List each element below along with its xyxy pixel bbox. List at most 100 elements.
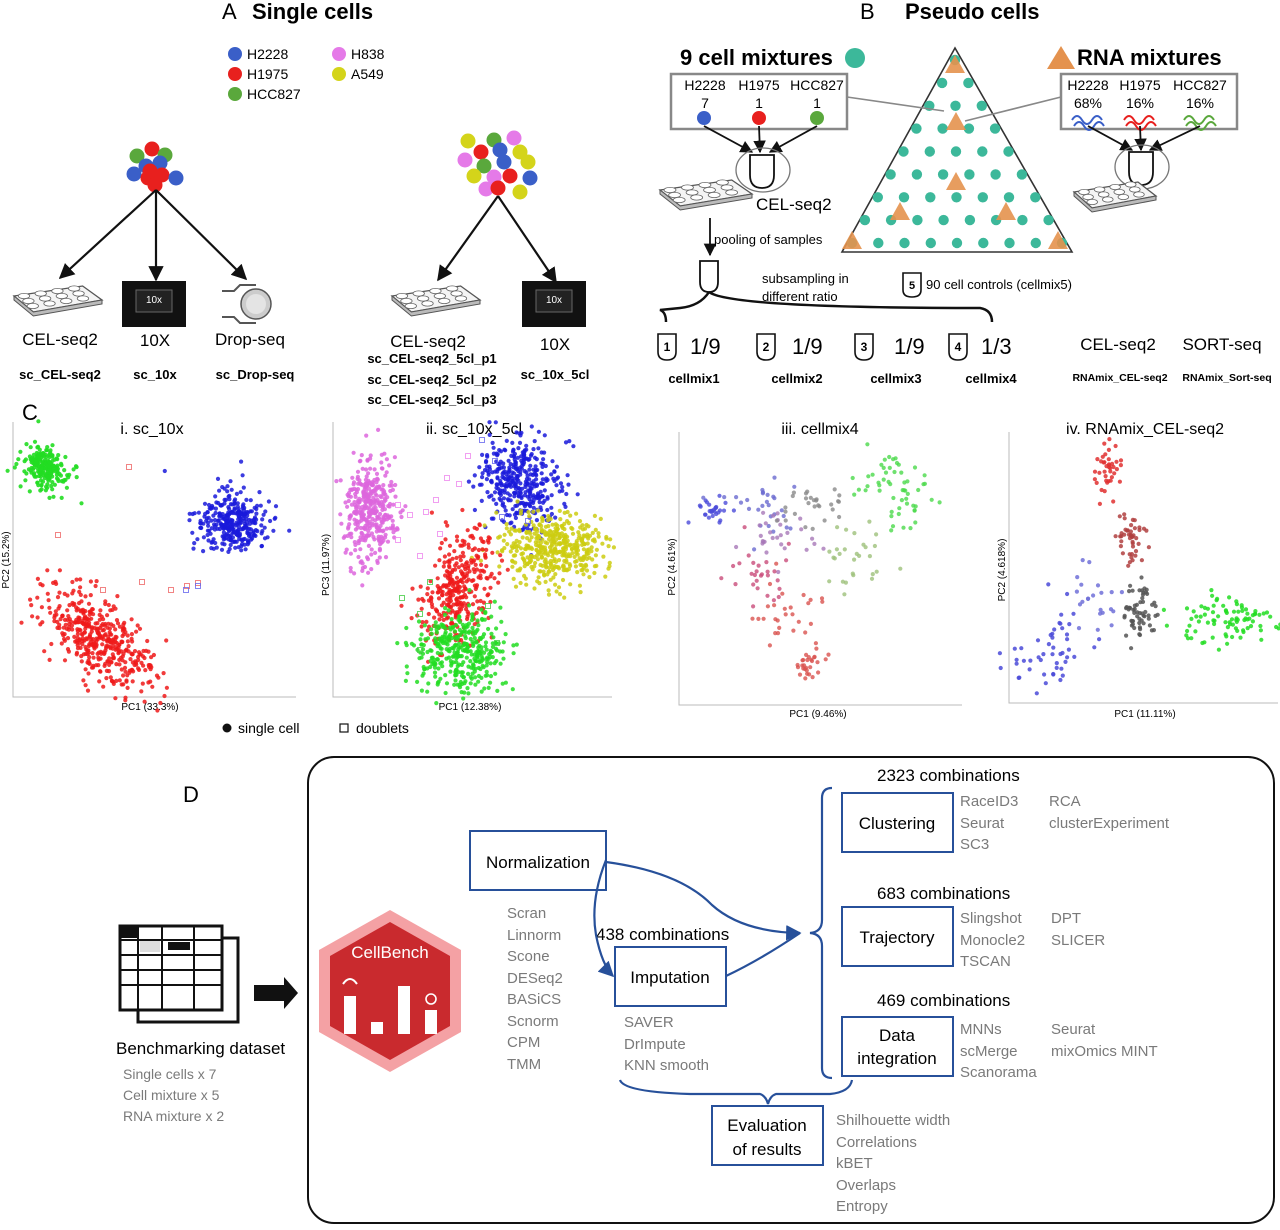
cell-point [596, 534, 601, 539]
cell-point [1127, 552, 1132, 557]
cell-point [475, 618, 480, 623]
cell-point [525, 494, 530, 499]
cell-point [852, 557, 857, 562]
cell-point [476, 575, 481, 580]
cell-point [460, 538, 465, 543]
cell-point [145, 638, 150, 644]
cell-point [764, 560, 769, 565]
cell-point [1234, 602, 1239, 607]
cell-point [583, 526, 588, 531]
cell-point [887, 454, 892, 460]
cell-point [47, 657, 52, 663]
cell-point [527, 483, 532, 488]
cell-point [544, 530, 549, 535]
cell-point [543, 524, 549, 529]
cell-point [1075, 575, 1080, 580]
doublet-marker [395, 537, 401, 543]
cell-point [539, 461, 544, 466]
cell-point [472, 656, 477, 661]
cell-point [390, 487, 395, 492]
evaluation-label-1: Evaluation [727, 1116, 806, 1135]
cell-point [850, 571, 855, 576]
cell-point [437, 636, 442, 641]
cell-point [441, 624, 446, 629]
cell-point [758, 533, 763, 539]
cell-point [1085, 596, 1091, 602]
cell-point [546, 514, 551, 519]
cell-point [70, 591, 75, 596]
cell-point [195, 537, 200, 542]
cell-point [187, 511, 192, 516]
plate-well [395, 293, 409, 299]
cell-point [1147, 623, 1152, 628]
cell-point [543, 463, 548, 469]
cell-point [553, 572, 558, 577]
cell-point [784, 558, 789, 563]
cell-point [428, 664, 433, 670]
cell-point [221, 525, 226, 531]
cell-point [474, 653, 479, 658]
cell-point [777, 625, 782, 631]
cell-point [97, 679, 102, 684]
dataset-label-5cl-p1: sc_CEL-seq2_5cl_p1 [367, 351, 496, 366]
cell-point [549, 562, 554, 567]
cell-point [592, 570, 597, 576]
cell-point [471, 641, 476, 647]
norm-method-scran: Scran [507, 905, 546, 922]
cell-point [372, 502, 377, 507]
cell-point [102, 650, 107, 655]
cell-point [87, 623, 92, 628]
cell-point [512, 457, 517, 462]
cell-point [507, 529, 512, 534]
cell-point [458, 554, 463, 559]
cell-point [1054, 665, 1059, 671]
cell-dot [520, 154, 536, 170]
rna-mixture-point [1048, 231, 1068, 249]
cell-point [499, 558, 505, 563]
panel-d-letter: D [183, 782, 199, 807]
cell-point [421, 598, 426, 603]
cell-point [1137, 525, 1142, 530]
cell-point [356, 541, 361, 546]
cell-point [750, 616, 755, 621]
cell-point [527, 477, 532, 482]
cell-point [426, 681, 431, 686]
cell-point [1109, 475, 1114, 480]
cell-point [1104, 478, 1109, 483]
cell-point [1065, 655, 1070, 660]
cell-point [47, 460, 52, 465]
cell-point [723, 500, 728, 505]
legend-label-h2228: H2228 [247, 46, 288, 62]
cell-point [399, 514, 404, 520]
cell-point [471, 567, 476, 572]
cell-point [539, 527, 544, 532]
cell-point [39, 605, 45, 610]
cell-point [385, 539, 391, 544]
cell-point [775, 618, 780, 623]
cell-point [536, 446, 541, 451]
cell-point [90, 607, 95, 612]
doublet-marker [499, 514, 505, 520]
cell-point [765, 492, 770, 497]
cell-point [497, 571, 502, 576]
cell-point [130, 679, 135, 684]
cell-point [872, 543, 878, 549]
cell-point [83, 623, 88, 629]
cell-point [760, 539, 765, 544]
cell-point [490, 641, 495, 646]
cell-cluster-5-lines [457, 130, 538, 200]
cell-point [798, 516, 803, 521]
cell-point [779, 508, 784, 513]
cell-point [434, 630, 439, 635]
cell-point [347, 522, 352, 527]
cell-point [389, 479, 394, 485]
rna-strand [1071, 115, 1103, 125]
cell-point [456, 600, 461, 605]
plate-well [17, 293, 31, 299]
cell-point [22, 459, 27, 464]
cell-point [761, 510, 766, 515]
cell-point [196, 510, 201, 515]
cellbench-logo: CellBench [319, 910, 461, 1072]
cell-point [510, 687, 515, 692]
cell-point [257, 490, 262, 495]
